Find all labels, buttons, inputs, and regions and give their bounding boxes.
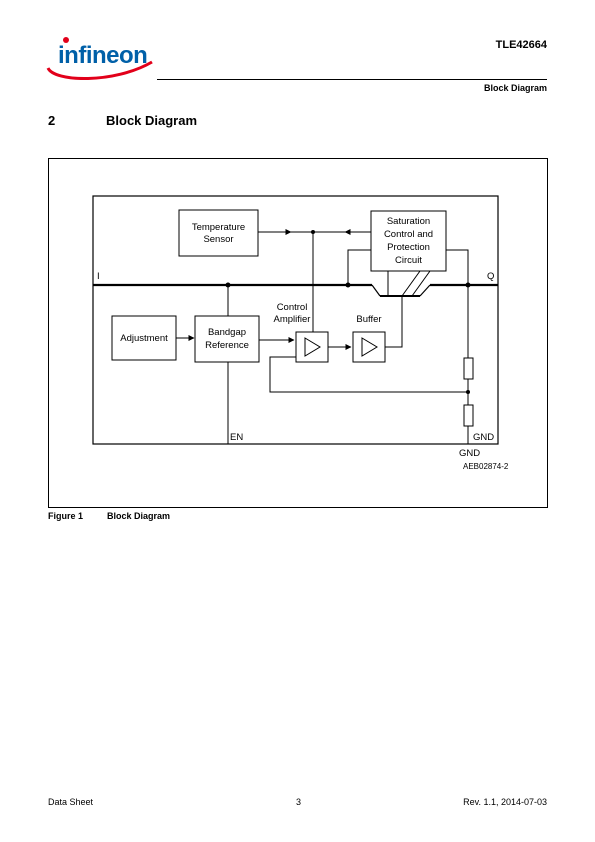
saturation-control-line-1: Saturation bbox=[387, 216, 430, 227]
logo-swoosh bbox=[46, 60, 153, 80]
figure-caption: Block Diagram bbox=[107, 511, 171, 521]
buffer-block bbox=[352, 331, 386, 363]
control-amplifier-line-1: Control bbox=[277, 302, 308, 313]
footer-page-number: 3 bbox=[296, 797, 302, 807]
pin-label-output: Q bbox=[487, 271, 494, 282]
junction-dot-rail-sat bbox=[345, 282, 351, 288]
footer-document-type: Data Sheet bbox=[48, 797, 94, 807]
saturation-control-line-2: Control and bbox=[384, 229, 433, 240]
logo-wordmark: infineon bbox=[58, 42, 147, 69]
saturation-control-line-3: Protection bbox=[387, 242, 430, 253]
chip-outline bbox=[92, 195, 499, 445]
header-rule bbox=[157, 79, 547, 80]
buffer-triangle-icon bbox=[361, 337, 378, 357]
bandgap-reference-line-1: Bandgap bbox=[208, 327, 246, 338]
section-title: Block Diagram bbox=[106, 113, 198, 128]
bandgap-reference-line-2: Reference bbox=[205, 340, 249, 351]
lower-divider-resistor bbox=[463, 404, 474, 427]
pin-label-input: I bbox=[97, 271, 100, 282]
control-amplifier-triangle-icon bbox=[304, 337, 321, 357]
upper-divider-resistor bbox=[463, 357, 474, 380]
diagram-reference-code: AEB02874-2 bbox=[463, 462, 509, 471]
temperature-sensor-line-2: Sensor bbox=[203, 234, 233, 245]
section-number: 2 bbox=[48, 113, 56, 128]
footer-revision: Rev. 1.1, 2014-07-03 bbox=[463, 797, 547, 807]
control-amplifier-line-2: Amplifier bbox=[274, 314, 311, 325]
temperature-sensor-block bbox=[178, 209, 259, 257]
pin-label-enable: EN bbox=[230, 432, 243, 443]
pin-label-gnd-inner: GND bbox=[473, 432, 494, 443]
logo-dot bbox=[63, 37, 69, 43]
figure-label: Figure 1 bbox=[48, 511, 84, 521]
running-section-title: Block Diagram bbox=[483, 83, 547, 93]
buffer-to-transistor-wire bbox=[385, 296, 403, 348]
pin-label-gnd-outer: GND bbox=[459, 448, 480, 459]
infineon-logo: infineon bbox=[44, 32, 156, 80]
saturation-control-block bbox=[370, 210, 447, 272]
adjustment-block bbox=[111, 315, 177, 361]
buffer-label: Buffer bbox=[356, 314, 381, 325]
feedback-wire bbox=[269, 356, 468, 393]
saturation-control-line-4: Circuit bbox=[395, 255, 422, 266]
pass-transistor-symbol bbox=[371, 270, 431, 297]
temperature-sensor-line-1: Temperature bbox=[192, 222, 245, 233]
saturation-left-loop bbox=[347, 249, 371, 285]
figure-frame bbox=[48, 158, 548, 508]
saturation-right-loop bbox=[446, 249, 469, 285]
document-id: TLE42664 bbox=[495, 39, 547, 51]
bandgap-reference-block bbox=[194, 315, 260, 363]
adjustment-label: Adjustment bbox=[120, 333, 168, 344]
control-amplifier-block bbox=[295, 331, 329, 363]
